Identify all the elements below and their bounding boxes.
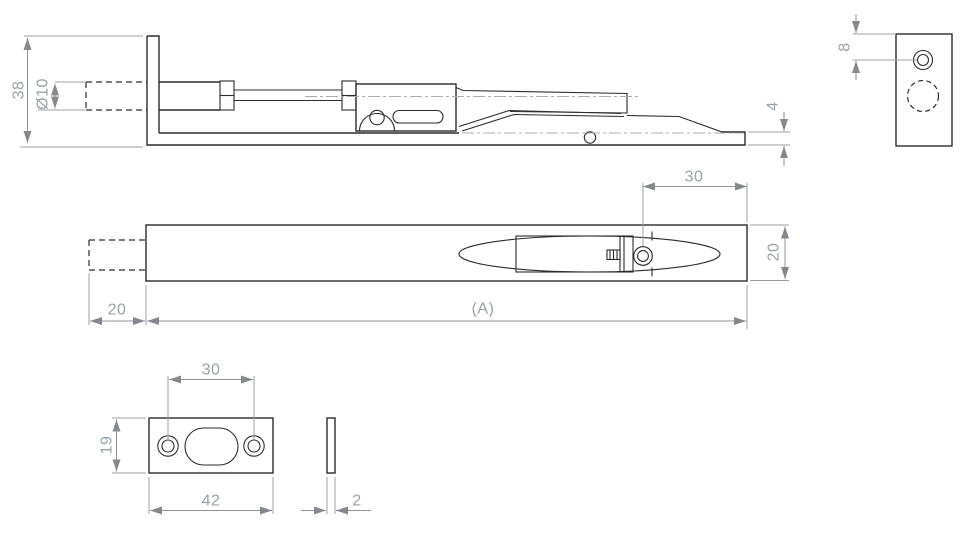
dim-label-keeper-hole-spacing: 30 — [202, 362, 221, 379]
dim-label-side-height: 38 — [11, 81, 28, 100]
dim-label-end-hole-offset: 8 — [837, 42, 854, 51]
dim-label-bolt-diameter: Ø10 — [35, 78, 52, 110]
dim-label-base-thickness: 4 — [765, 101, 782, 110]
keeper-plate-dimensions: 30 19 42 — [99, 362, 274, 515]
dim-label-plan-throw: 20 — [108, 302, 127, 319]
dim-label-plan-width: 20 — [766, 243, 783, 262]
plan-view — [88, 224, 748, 282]
plan-view-dimensions: 30 20 20 (A) — [88, 169, 789, 329]
dim-label-keeper-width: 42 — [202, 493, 221, 510]
side-view-dimensions: 38 Ø10 4 — [11, 35, 790, 166]
dim-label-plan-hole-to-end: 30 — [685, 169, 704, 186]
keeper-plate-edge-dimensions: 2 — [301, 477, 371, 515]
dim-label-plan-overall-length: (A) — [472, 301, 495, 318]
end-view — [895, 33, 953, 147]
dim-label-keeper-thickness: 2 — [352, 493, 361, 510]
keeper-plate-edge-view — [326, 417, 336, 474]
side-view — [85, 35, 746, 146]
dim-label-keeper-height: 19 — [99, 436, 116, 455]
end-view-dimensions: 8 — [837, 14, 917, 80]
